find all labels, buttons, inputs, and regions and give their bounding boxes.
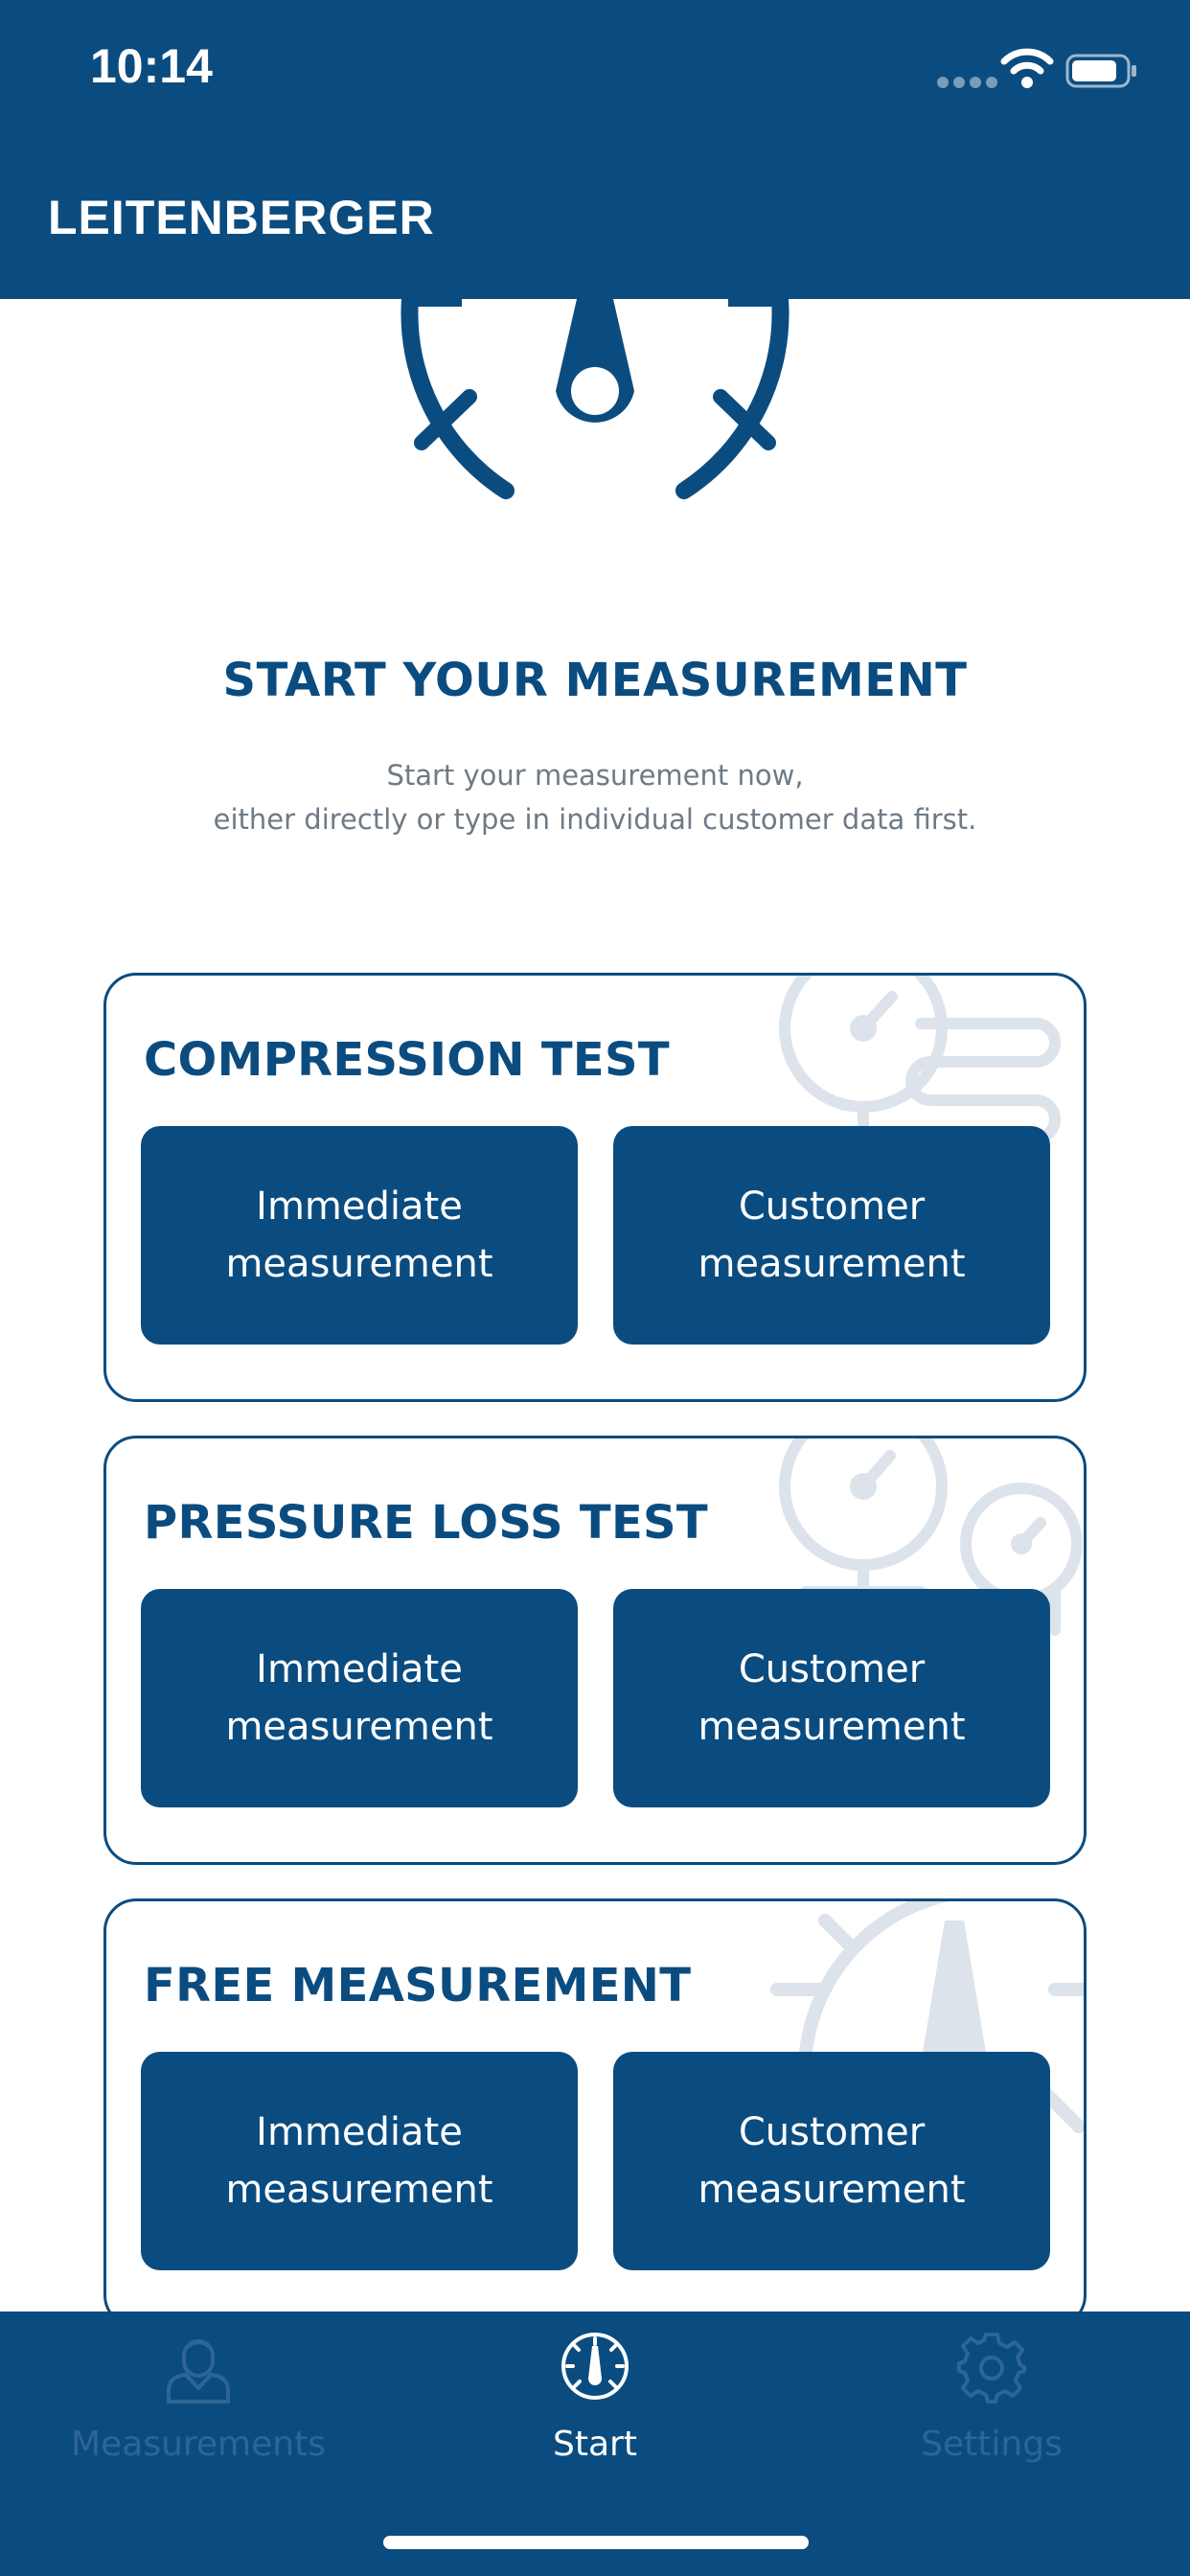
battery-icon	[1065, 54, 1136, 88]
speedometer-icon	[400, 299, 790, 499]
pressure-loss-test-card: PRESSURE LOSS TEST Immediate measurement…	[103, 1436, 1087, 1865]
immediate-measurement-button[interactable]: Immediate measurement	[141, 2052, 578, 2270]
cellular-signal-icon	[937, 77, 997, 88]
customer-measurement-button[interactable]: Customer measurement	[613, 1126, 1050, 1345]
tab-bar: Measurements Start Settings	[0, 2312, 1190, 2576]
page-description: Start your measurement now, either direc…	[0, 753, 1190, 841]
speedometer-icon	[770, 1901, 1084, 2133]
compression-test-card: COMPRESSION TEST Immediate measurement C…	[103, 973, 1087, 1402]
card-title: PRESSURE LOSS TEST	[144, 1496, 708, 1550]
page-heading: START YOUR MEASUREMENT	[222, 654, 968, 707]
tab-label: Settings	[921, 2425, 1063, 2464]
customer-measurement-button[interactable]: Customer measurement	[613, 1589, 1050, 1807]
wifi-icon	[1000, 48, 1054, 88]
description-line-2: either directly or type in individual cu…	[213, 803, 977, 836]
tab-settings[interactable]: Settings	[793, 2312, 1190, 2503]
home-indicator	[383, 2536, 809, 2549]
immediate-measurement-button[interactable]: Immediate measurement	[141, 1126, 578, 1345]
immediate-measurement-button[interactable]: Immediate measurement	[141, 1589, 578, 1807]
gear-icon	[957, 2333, 1026, 2404]
free-measurement-card: FREE MEASUREMENT Immediate measurement C…	[103, 1898, 1087, 2328]
tab-start[interactable]: Start	[397, 2312, 793, 2503]
tab-label: Measurements	[71, 2425, 326, 2464]
app-title: LEITENBERGER	[48, 191, 435, 244]
status-time: 10:14	[90, 39, 213, 93]
description-line-1: Start your measurement now,	[386, 759, 804, 792]
tab-measurements[interactable]: Measurements	[0, 2312, 397, 2503]
customer-measurement-button[interactable]: Customer measurement	[613, 2052, 1050, 2270]
card-title: COMPRESSION TEST	[144, 1033, 670, 1087]
header-bar: 10:14 LEITENBERGER	[0, 0, 1190, 299]
speedometer-icon	[561, 2333, 629, 2400]
person-icon	[167, 2339, 230, 2404]
tab-label: Start	[553, 2425, 637, 2464]
card-title: FREE MEASUREMENT	[144, 1959, 692, 2012]
